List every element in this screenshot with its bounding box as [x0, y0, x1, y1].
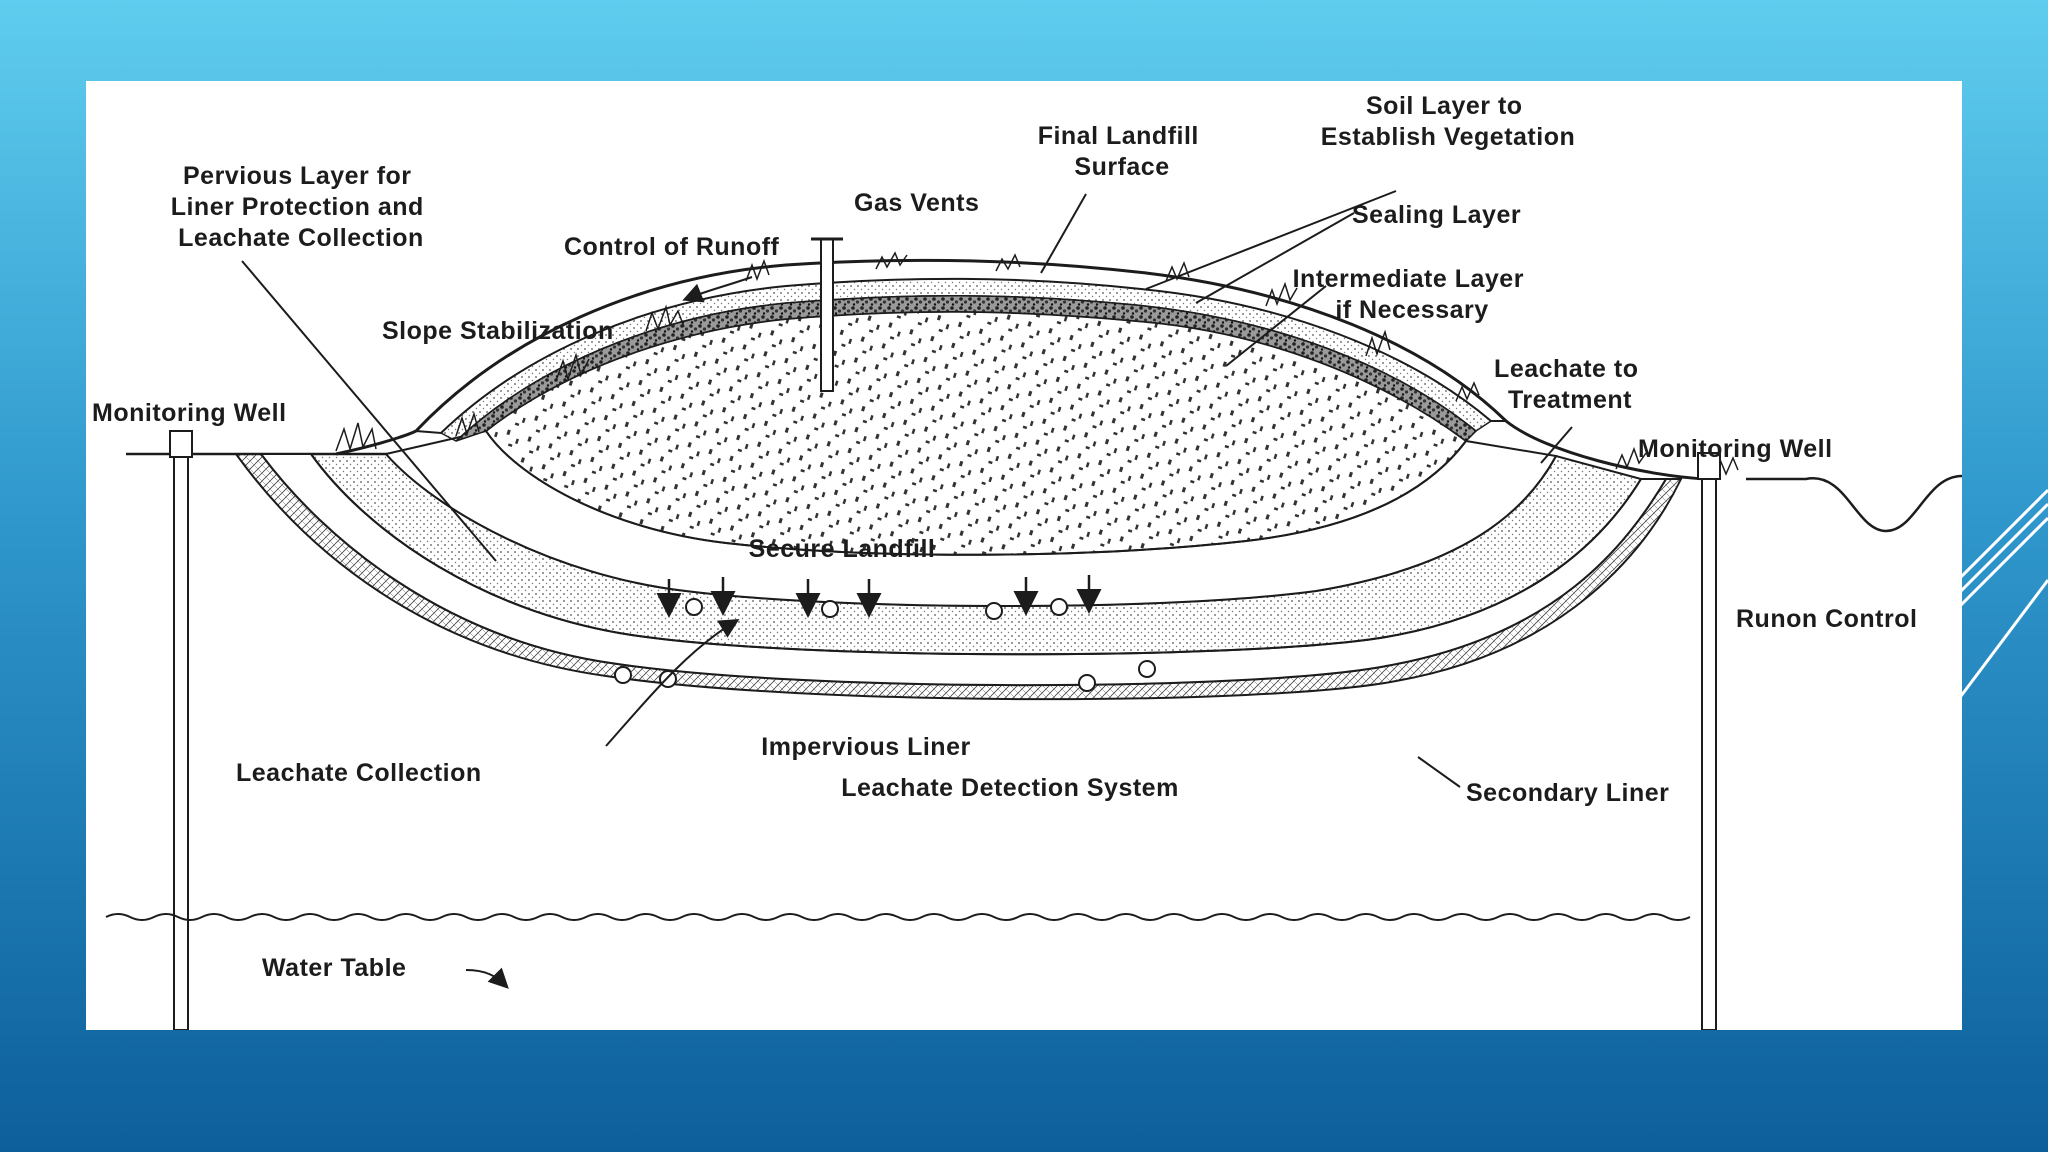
slope-stabilization-label: Slope Stabilization [382, 317, 614, 345]
diagram-panel: Pervious Layer for Liner Protection and … [86, 81, 1962, 1030]
secondary-liner-label: Secondary Liner [1466, 779, 1669, 807]
leachate-flow-arrows [656, 575, 1102, 618]
leachate-to-treatment-label: Leachate to Treatment [1494, 355, 1646, 414]
sealing-layer-label: Sealing Layer [1352, 201, 1521, 229]
gas-vents-label: Gas Vents [854, 189, 979, 217]
monitoring-well-right-label: Monitoring Well [1638, 435, 1833, 463]
runon-control-label: Runon Control [1736, 605, 1917, 633]
decorative-stripes [1958, 488, 2048, 701]
final-landfill-surface-label: Final Landfill Surface [1038, 122, 1207, 181]
leachate-detection-system-label: Leachate Detection System [841, 774, 1179, 802]
leader-lines [241, 190, 1573, 989]
soil-layer-label: Soil Layer to Establish Vegetation [1321, 92, 1576, 151]
monitoring-well-left-label: Monitoring Well [92, 399, 287, 427]
intermediate-layer-label: Intermediate Layer if Necessary [1293, 265, 1532, 324]
monitoring-well-left [169, 430, 193, 1030]
control-of-runoff-label: Control of Runoff [564, 233, 780, 261]
secure-landfill-label: Secure Landfill [749, 535, 936, 563]
gas-vent-pipe [811, 237, 843, 392]
water-table-line [105, 913, 1691, 921]
leachate-detection-pipes [614, 660, 1156, 692]
impervious-liner-label: Impervious Liner [761, 733, 970, 761]
pervious-layer-label: Pervious Layer for Liner Protection and … [171, 162, 432, 252]
leachate-collection-label: Leachate Collection [236, 759, 482, 787]
vegetation [335, 251, 1739, 477]
monitoring-well-right [1697, 452, 1721, 1030]
water-table-label: Water Table [262, 954, 406, 982]
leachate-collection-pipes [685, 598, 1068, 620]
landfill-cross-section-diagram: Pervious Layer for Liner Protection and … [92, 92, 1962, 1030]
